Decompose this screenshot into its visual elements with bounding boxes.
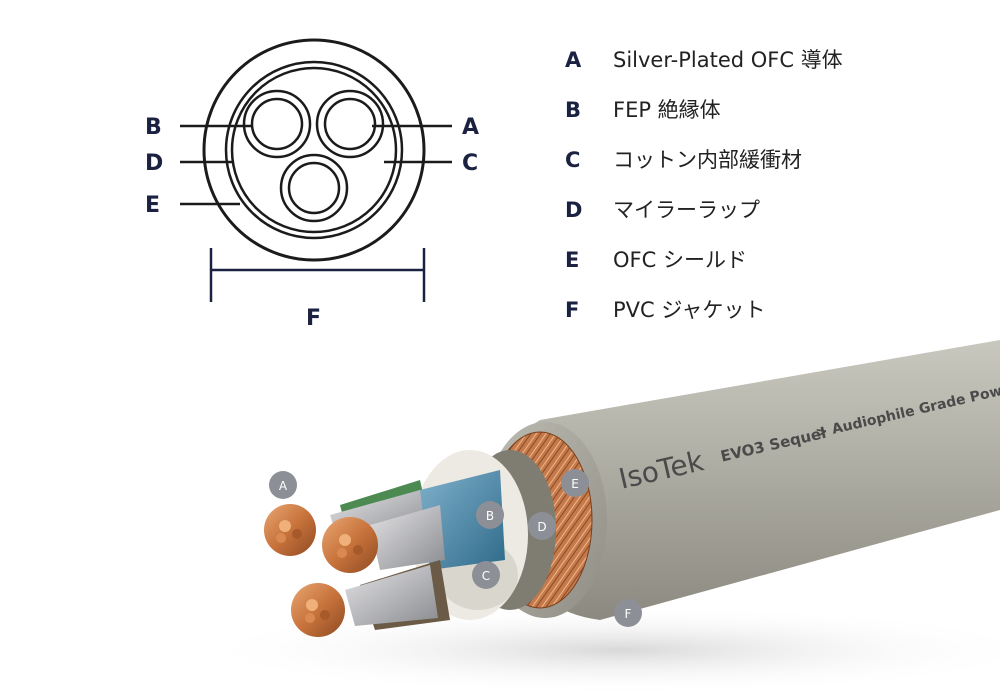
cable-illustration: IsoTek EVO3 Sequel > Audiophile Grade Po… (190, 340, 1000, 695)
conductor-right-outer (315, 89, 385, 159)
badge-d: D (528, 512, 556, 540)
badge-b: B (476, 501, 504, 529)
wrap-ring (230, 66, 398, 234)
label-f: F (306, 306, 321, 331)
label-c: C (462, 151, 478, 176)
legend-text: マイラーラップ (613, 198, 760, 222)
svg-text:D: D (537, 520, 546, 534)
core-bottom (291, 560, 450, 637)
legend-key: F (565, 298, 580, 322)
jacket-outer-ring (202, 38, 426, 262)
label-e: E (145, 193, 160, 218)
legend-text: FEP 絶縁体 (613, 98, 721, 122)
label-d: D (145, 151, 163, 176)
legend-key: B (565, 98, 582, 122)
core-middle (322, 470, 505, 573)
legend-key: D (565, 198, 583, 222)
conductor-left-inner (250, 97, 304, 151)
badge-c: C (472, 561, 500, 589)
badge-a: A (269, 471, 297, 499)
legend-text: Silver-Plated OFC 導体 (613, 48, 843, 72)
legend-key: C (565, 148, 581, 172)
cross-section-diagram: B D E A C F (145, 38, 479, 331)
badge-e: E (561, 469, 589, 497)
label-a: A (462, 115, 479, 140)
svg-text:E: E (571, 477, 579, 491)
legend-key: A (565, 48, 582, 72)
legend-key: E (565, 248, 580, 272)
conductor-bottom-inner (287, 161, 341, 215)
badge-f: F (614, 599, 642, 627)
conductor-right-inner (323, 97, 377, 151)
conductor-left-outer (242, 89, 312, 159)
svg-text:B: B (486, 509, 494, 523)
legend-text: PVC ジャケット (613, 298, 766, 322)
shield-ring (224, 60, 404, 240)
conductor-bottom-outer (279, 153, 349, 223)
svg-text:F: F (625, 607, 632, 621)
legend-text: OFC シールド (613, 248, 747, 272)
legend-text: コットン内部緩衝材 (613, 148, 802, 172)
label-b: B (145, 115, 162, 140)
svg-text:C: C (482, 569, 490, 583)
svg-text:A: A (279, 479, 288, 493)
cable-jacket (500, 340, 1000, 620)
